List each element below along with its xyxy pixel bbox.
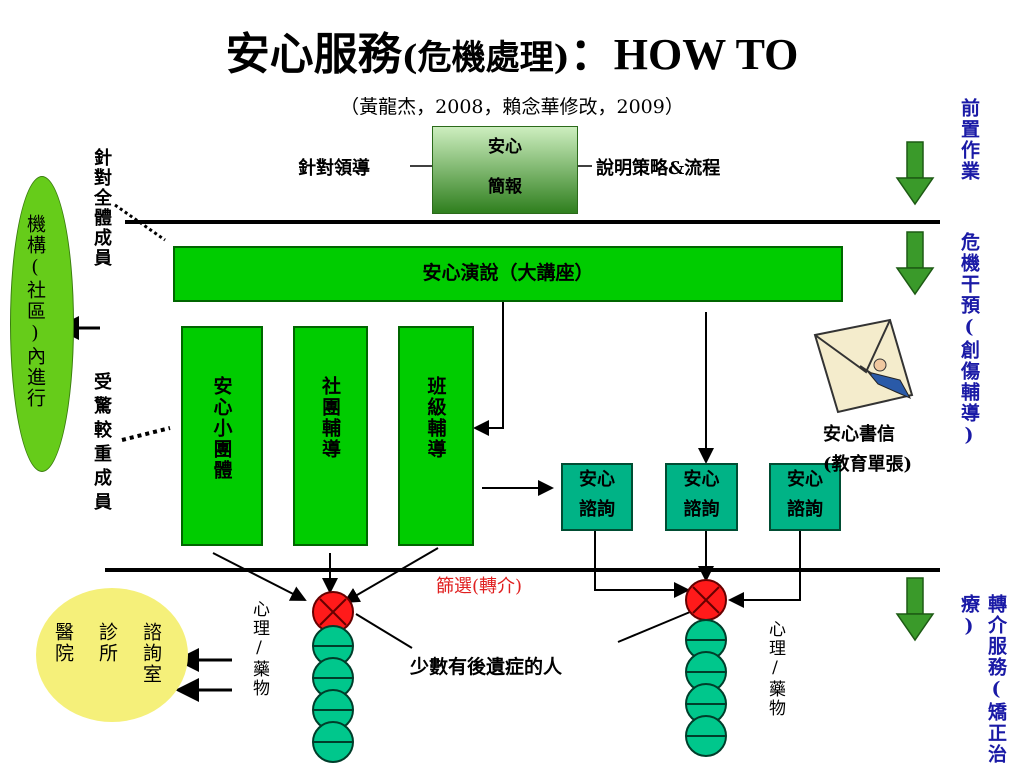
institution-oval [10, 176, 74, 472]
group-small-group: 安心小團體 [181, 326, 263, 546]
letter-line1: 安心書信 [823, 424, 895, 445]
facility-counseling: 諮詢室 [140, 622, 162, 685]
consult-1-line2: 諮詢 [579, 499, 615, 520]
few-people-label: 少數有後遺症的人 [410, 656, 563, 678]
consult-3-line2: 諮詢 [787, 499, 823, 520]
target-all-members: 針對全體成員 [91, 148, 112, 268]
consult-2-line2: 諮詢 [683, 499, 720, 520]
facilities-oval [36, 588, 188, 722]
stage-arrow-crisis [895, 231, 935, 296]
title-howto: HOW TO [613, 30, 799, 79]
screening-node-left [312, 591, 354, 633]
consult-3-line1: 安心 [787, 469, 823, 490]
group-class-guidance: 班級輔導 [398, 326, 474, 546]
consult-1-line1: 安心 [579, 469, 615, 490]
psych-med-right: 心理/藥物 [765, 620, 785, 718]
stage-arrow-referral [895, 577, 935, 642]
briefing-right-label: 說明策略&流程 [596, 158, 721, 179]
stage-crisis-label: 危機干預(創傷輔導) [958, 232, 980, 448]
letter-line2: (教育單張) [823, 454, 913, 475]
briefing-box: 安心 簡報 [432, 126, 578, 214]
subtitle: （黃龍杰，2008，賴念華修改，2009） [340, 96, 684, 118]
stage-pre-label: 前置作業 [958, 98, 980, 182]
envelope-icon [813, 318, 914, 414]
screening-label: 篩選(轉介) [436, 576, 523, 597]
consult-box-1: 安心 諮詢 [561, 463, 633, 531]
screening-node-right [685, 579, 727, 621]
group-small-group-label: 安心小團體 [210, 376, 233, 481]
consult-box-3: 安心 諮詢 [769, 463, 841, 531]
group-club-guidance-label: 社團輔導 [319, 376, 341, 460]
target-shocked-members: 受驚較重成員 [91, 372, 112, 516]
stage-arrow-pre [895, 141, 935, 206]
briefing-left-label: 針對領導 [298, 158, 370, 179]
title-colon: ： [569, 29, 614, 80]
facility-hospital: 醫院 [52, 622, 74, 664]
page-title: 安心服務(危機處理)：HOW TO [0, 18, 1024, 82]
consult-2-line1: 安心 [683, 469, 720, 490]
title-paren: (危機處理) [401, 38, 570, 78]
stage-referral-label: 轉介服務(矯正治療) [958, 594, 1007, 765]
people-stack-right [685, 619, 727, 757]
group-club-guidance: 社團輔導 [293, 326, 368, 546]
consult-box-2: 安心 諮詢 [665, 463, 738, 531]
facility-clinic: 診所 [96, 622, 118, 664]
group-class-guidance-label: 班級輔導 [424, 376, 447, 460]
people-stack-left [312, 625, 354, 763]
briefing-line1: 安心 [488, 137, 522, 157]
psych-med-left: 心理/藥物 [249, 600, 269, 698]
letter-label: 安心書信 (教育單張) [823, 420, 912, 480]
lecture-bar: 安心演說（大講座） [173, 246, 843, 302]
title-main: 安心服務 [225, 29, 402, 80]
briefing-line2: 簡報 [488, 177, 522, 197]
institution-label: 機構(社區)內進行 [24, 214, 46, 409]
lecture-label: 安心演說（大講座） [422, 262, 594, 284]
